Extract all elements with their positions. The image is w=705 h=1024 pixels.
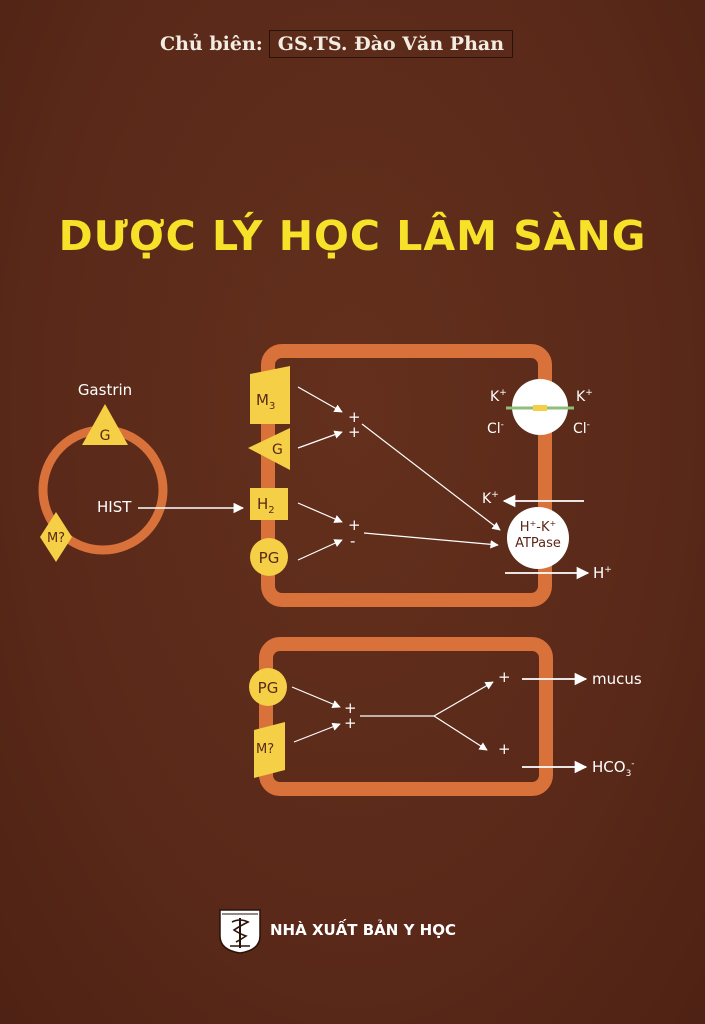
m3-arrow xyxy=(297,386,343,413)
minus-sign: - xyxy=(350,532,355,550)
pg-receptor-lower xyxy=(249,668,287,706)
editor-name: GS.TS. Đào Văn Phan xyxy=(268,30,514,58)
h2-receptor xyxy=(250,488,288,520)
pg-arrow-lower xyxy=(291,686,341,708)
hist-label: HIST xyxy=(97,498,132,516)
g-receptor xyxy=(248,428,290,470)
pg-arrow-upper xyxy=(297,539,343,561)
branch-down-arrow xyxy=(433,715,488,751)
plus-sign: + xyxy=(344,699,357,717)
cl-left-label: Cl- xyxy=(487,420,504,437)
book-title: DƯỢC LÝ HỌC LÂM SÀNG xyxy=(58,212,647,260)
m-diamond-label: M? xyxy=(47,531,65,546)
k-in-label: K+ xyxy=(482,490,499,507)
plus-sign: + xyxy=(498,668,511,686)
pump-label-atpase: ATPase xyxy=(515,536,561,551)
k-right-label: K+ xyxy=(576,388,593,405)
k-left-label: K+ xyxy=(490,388,507,405)
gastrin-triangle xyxy=(82,404,128,445)
publisher-name: NHÀ XUẤT BẢN Y HỌC xyxy=(270,921,456,939)
mucous-cell xyxy=(259,637,553,796)
parietal-cell xyxy=(261,344,552,607)
proton-pump xyxy=(507,507,569,569)
m-receptor-lower xyxy=(254,722,285,778)
publisher: NHÀ XUẤT BẢN Y HỌC xyxy=(218,906,456,954)
plus-sign: + xyxy=(348,423,361,441)
g-arrow xyxy=(297,430,343,449)
g-receptor-label: G xyxy=(272,442,283,458)
exchanger-gate xyxy=(533,405,547,411)
publisher-logo-icon xyxy=(219,909,261,954)
plus-sign: + xyxy=(348,408,361,426)
editor-line: Chủ biên: GS.TS. Đào Văn Phan xyxy=(160,30,514,58)
editor-prefix: Chủ biên: xyxy=(160,33,263,55)
to-atpase-arrow-lower xyxy=(363,532,499,549)
m-diamond xyxy=(40,512,72,562)
cl-right-label: Cl- xyxy=(573,420,590,437)
h2-arrow xyxy=(297,502,343,523)
plus-sign: + xyxy=(344,714,357,732)
plus-sign: + xyxy=(498,740,511,758)
m-lower-label: M? xyxy=(256,742,274,757)
to-atpase-arrow-upper xyxy=(361,423,501,531)
branch-up-arrow xyxy=(433,681,494,717)
mucus-label: mucus xyxy=(592,670,642,688)
m3-receptor xyxy=(250,366,290,424)
m-arrow-lower xyxy=(293,722,341,743)
h2-label: H2 xyxy=(257,495,275,516)
pg-lower-label: PG xyxy=(258,679,279,697)
h-out-label: H+ xyxy=(593,564,612,582)
m3-label: M3 xyxy=(256,391,275,412)
bicarbonate-label: HCO3- xyxy=(592,758,635,779)
plus-sign: + xyxy=(348,516,361,534)
gastrin-label: Gastrin xyxy=(78,381,132,399)
pg-upper-label: PG xyxy=(259,549,280,567)
gastrin-g-label: G xyxy=(100,428,111,444)
pump-label-ions: H+-K+ xyxy=(520,519,556,535)
pg-receptor-upper xyxy=(250,538,288,576)
